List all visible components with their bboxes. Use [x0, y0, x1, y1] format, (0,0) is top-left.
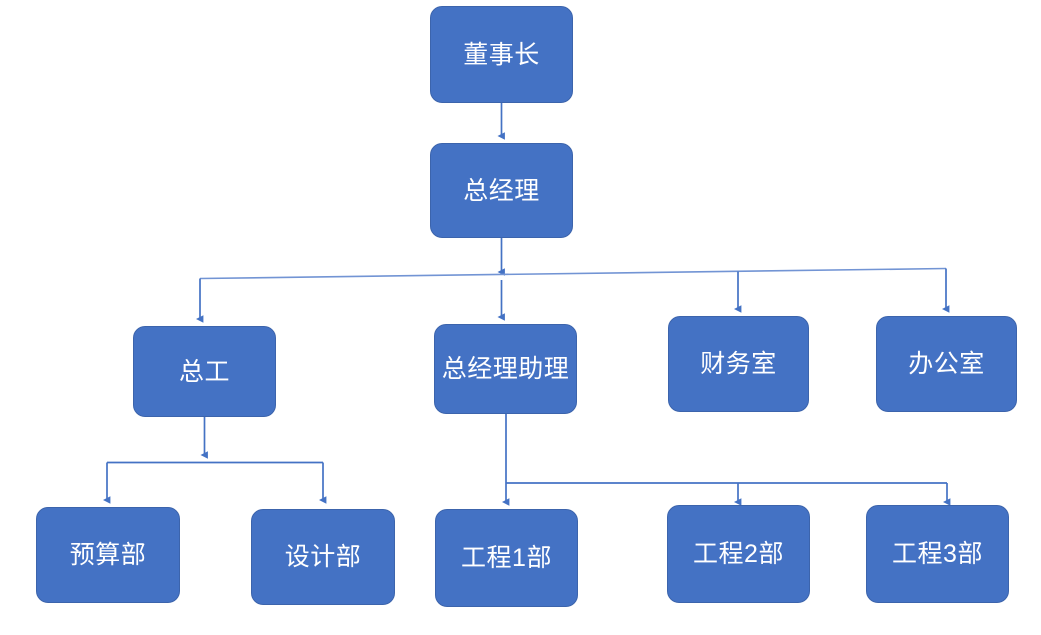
- node-finance-office-label: 财务室: [700, 350, 777, 378]
- node-general-manager[interactable]: 总经理: [430, 143, 573, 238]
- node-gm-assistant[interactable]: 总经理助理: [434, 324, 577, 414]
- distribution-bar-level2: [199, 267, 947, 280]
- node-design-dept[interactable]: 设计部: [251, 509, 395, 605]
- node-design-dept-label: 设计部: [284, 543, 362, 571]
- node-budget-dept-label: 预算部: [69, 541, 147, 569]
- node-engineering-2[interactable]: 工程2部: [667, 505, 810, 603]
- node-chairman[interactable]: 董事长: [430, 6, 573, 103]
- node-general-manager-label: 总经理: [463, 176, 540, 205]
- node-admin-office[interactable]: 办公室: [876, 316, 1017, 412]
- node-gm-assistant-label: 总经理助理: [441, 355, 570, 383]
- node-engineering-3-label: 工程3部: [892, 540, 983, 568]
- node-engineering-3[interactable]: 工程3部: [866, 505, 1009, 603]
- node-budget-dept[interactable]: 预算部: [36, 507, 180, 603]
- node-admin-office-label: 办公室: [908, 350, 985, 378]
- node-engineering-1-label: 工程1部: [461, 544, 552, 572]
- node-chairman-label: 董事长: [463, 40, 540, 69]
- node-engineering-1[interactable]: 工程1部: [435, 509, 578, 607]
- node-engineering-2-label: 工程2部: [693, 540, 784, 568]
- node-chief-engineer-label: 总工: [178, 357, 230, 386]
- node-chief-engineer[interactable]: 总工: [133, 326, 276, 417]
- node-finance-office[interactable]: 财务室: [668, 316, 809, 412]
